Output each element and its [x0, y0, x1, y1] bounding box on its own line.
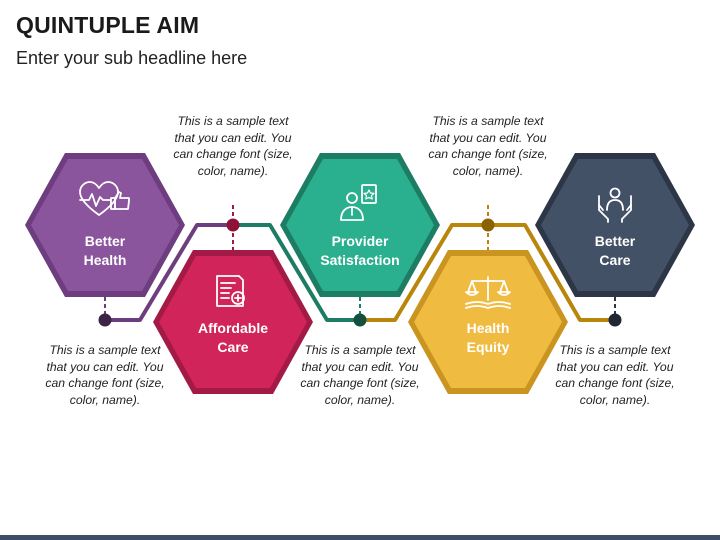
doctor-rating-icon: [340, 184, 377, 221]
medical-report-icon: [216, 275, 245, 307]
hexagon-better-health: [25, 153, 185, 297]
connector-teal: [233, 223, 360, 322]
dot-1: [98, 313, 112, 327]
hexagon-affordable-care: [153, 250, 313, 394]
note-health-equity: This is a sample text that you can edit.…: [428, 114, 548, 178]
page-title: QUINTUPLE AIM: [16, 12, 200, 38]
caring-hands-icon: [598, 187, 632, 223]
note-better-health: This is a sample text that you can edit.…: [45, 343, 165, 407]
dot-4: [481, 218, 495, 232]
heart-pulse-thumbs-up-icon: [79, 181, 130, 216]
hex-label-better-health: Better Health: [83, 233, 127, 268]
hexagon-provider-satisfaction: [280, 153, 440, 297]
hexagon-better-care: [535, 153, 695, 297]
note-provider-satisfaction: This is a sample text that you can edit.…: [300, 343, 420, 407]
hex-label-affordable-care: Affordable Care: [198, 320, 268, 355]
dot-5: [608, 313, 622, 327]
note-better-care: This is a sample text that you can edit.…: [555, 343, 675, 407]
hexagon-health-equity: [408, 250, 568, 394]
dot-2: [226, 218, 240, 232]
connector-slate: [488, 223, 615, 322]
balance-scale-icon: [465, 276, 511, 309]
connector-purple: [105, 223, 233, 322]
bottom-accent-bar: [0, 535, 720, 540]
connector-gold: [360, 223, 488, 322]
note-affordable-care: This is a sample text that you can edit.…: [173, 114, 293, 178]
hex-label-health-equity: Health Equity: [466, 320, 510, 355]
hex-label-provider-satisfaction: Provider Satisfaction: [320, 233, 400, 268]
page-subtitle: Enter your sub headline here: [16, 48, 248, 68]
dot-3: [353, 313, 367, 327]
hex-label-better-care: Better Care: [594, 233, 636, 268]
